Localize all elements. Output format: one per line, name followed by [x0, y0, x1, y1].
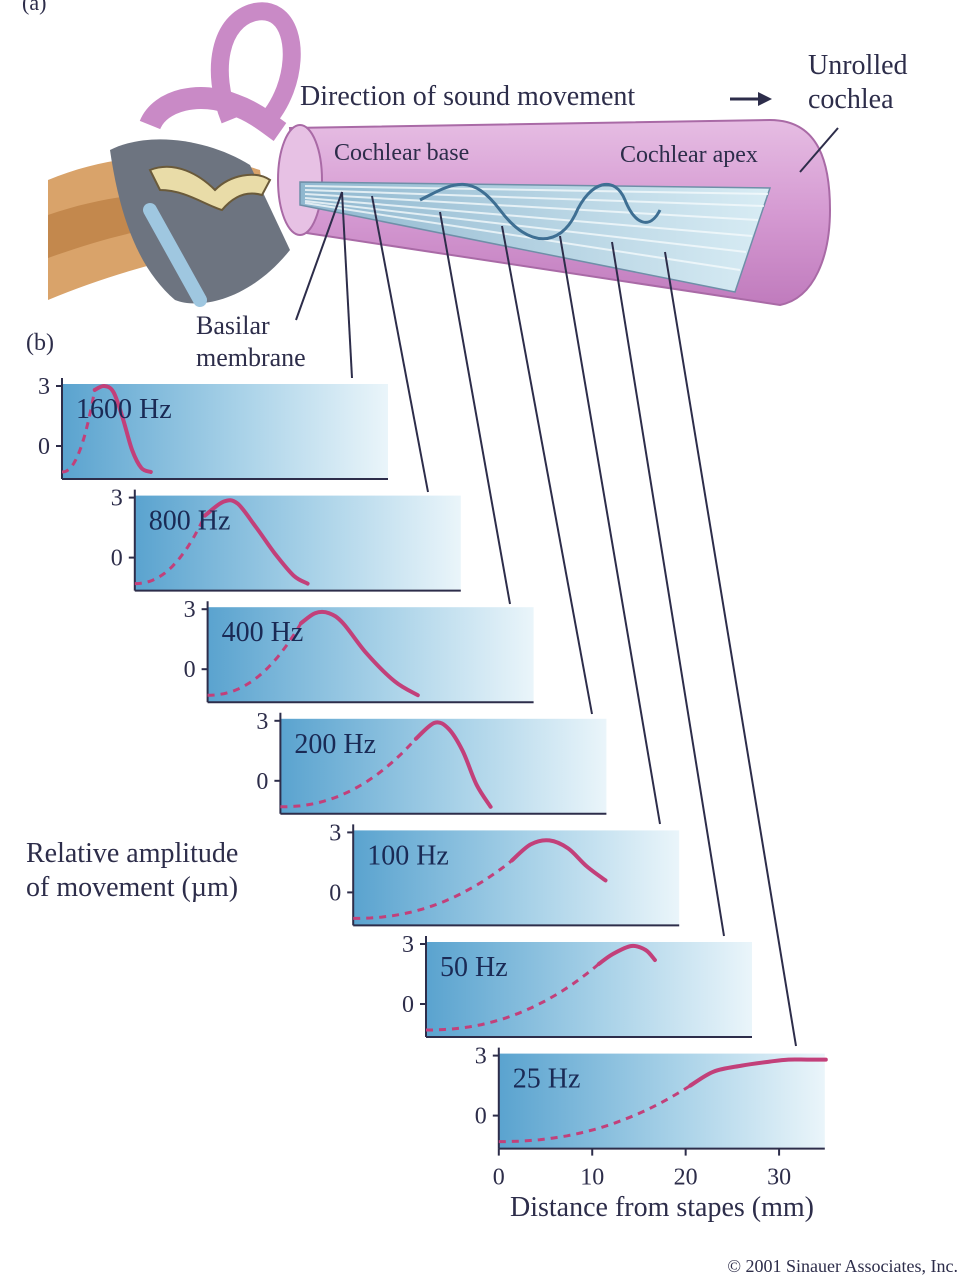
y-tick-label: 3 [111, 486, 123, 512]
panel-25hz: 3 0 25 Hz [475, 1044, 828, 1150]
unrolled-label-2: cochlea [808, 84, 894, 115]
y-tick-label: 0 [475, 1104, 487, 1130]
membrane-stripes [304, 185, 769, 271]
panel-100hz: 3 0 100 Hz [329, 820, 680, 927]
middle-ear [110, 139, 290, 304]
panel-800hz: 3 0 800 Hz [111, 486, 461, 592]
x-tick-label: 30 [767, 1165, 791, 1191]
envelope-peak [688, 1057, 828, 1088]
envelope-dashed [134, 514, 207, 586]
apex-label: Cochlear apex [620, 142, 758, 168]
envelope-dashed [280, 737, 417, 809]
pointer-line [559, 235, 661, 825]
copyright: © 2001 Sinauer Associates, Inc. [727, 1256, 958, 1276]
basilar-label-2: membrane [196, 343, 306, 372]
base-label: Cochlear base [334, 140, 469, 166]
y-tick-label: 3 [402, 932, 414, 958]
unrolled-pointer [799, 127, 839, 173]
y-tick-label: 3 [256, 709, 268, 735]
panel-background [353, 830, 680, 926]
pointer-line [341, 191, 353, 379]
panel-a-label: (a) [22, 0, 46, 15]
frequency-panels: 3 0 1600 Hz 3 0 800 Hz 3 0 400 Hz 3 0 200 Hz 3 0 100 H… [38, 374, 828, 1150]
unrolled-label-1: Unrolled [808, 50, 908, 81]
pointer-line [611, 241, 725, 937]
envelope-peak [299, 609, 420, 698]
traveling-wave [419, 182, 662, 241]
y-tick-label: 0 [402, 992, 414, 1018]
y-tick-label: 0 [111, 546, 123, 572]
semicircular-canal-2 [139, 87, 287, 142]
frequency-label: 100 Hz [367, 840, 449, 871]
panel-b-label: (b) [26, 330, 54, 356]
x-tick-label: 20 [674, 1165, 698, 1191]
panel-background [207, 607, 534, 703]
frequency-label: 800 Hz [149, 506, 231, 537]
envelope-dashed [498, 1084, 692, 1144]
basilar-label-1: Basilar [196, 311, 270, 340]
envelope-peak [596, 943, 657, 966]
direction-arrowhead [758, 92, 772, 106]
x-tick-label: 0 [493, 1165, 505, 1191]
frequency-label: 400 Hz [222, 617, 304, 648]
eardrum [143, 203, 207, 307]
pointer-lines [341, 191, 797, 1047]
y-tick-label: 0 [38, 434, 50, 460]
y-tick-label: 3 [184, 597, 196, 623]
envelope-dashed [426, 962, 600, 1032]
envelope-peak [202, 498, 310, 586]
panel-400hz: 3 0 400 Hz [184, 597, 534, 704]
pointer-line [439, 211, 511, 605]
basilar-pointer [295, 191, 343, 321]
envelope-dashed [61, 389, 97, 474]
semicircular-canal [210, 2, 301, 132]
cochlea-illustration: (a) Direction of sound movement Unrolle [22, 0, 908, 372]
frequency-label: 50 Hz [440, 952, 508, 983]
y-tick-label: 3 [329, 820, 341, 846]
direction-label: Direction of sound movement [300, 81, 635, 112]
x-axis: 0 10 20 30 [493, 1148, 791, 1191]
envelope-dashed [207, 622, 303, 697]
frequency-label: 25 Hz [513, 1064, 581, 1095]
envelope-dashed [353, 859, 513, 920]
y-tick-label: 0 [329, 880, 341, 906]
panel-1600hz: 3 0 1600 Hz [38, 374, 388, 480]
panel-200hz: 3 0 200 Hz [256, 709, 607, 815]
ylabel-line-1: Relative amplitude [26, 838, 238, 869]
pointer-line [371, 195, 429, 493]
ossicles [148, 165, 272, 212]
x-axis-title: Distance from stapes (mm) [510, 1192, 814, 1223]
y-tick-label: 0 [256, 769, 268, 795]
x-tick-label: 10 [580, 1165, 604, 1191]
pointer-line [501, 225, 593, 715]
y-tick-label: 0 [184, 657, 196, 683]
ylabel-line-2: of movement (µm) [26, 872, 238, 903]
y-tick-label: 3 [475, 1044, 487, 1070]
frequency-label: 1600 Hz [76, 394, 172, 425]
envelope-peak [413, 720, 493, 809]
envelope-peak [510, 838, 608, 883]
pointer-line [664, 251, 797, 1047]
panel-background [426, 942, 752, 1037]
envelope-peak [92, 384, 153, 474]
cochlea-opening [277, 124, 323, 236]
y-tick-label: 3 [38, 374, 50, 400]
frequency-label: 200 Hz [294, 729, 376, 760]
panel-50hz: 3 0 50 Hz [402, 932, 752, 1038]
